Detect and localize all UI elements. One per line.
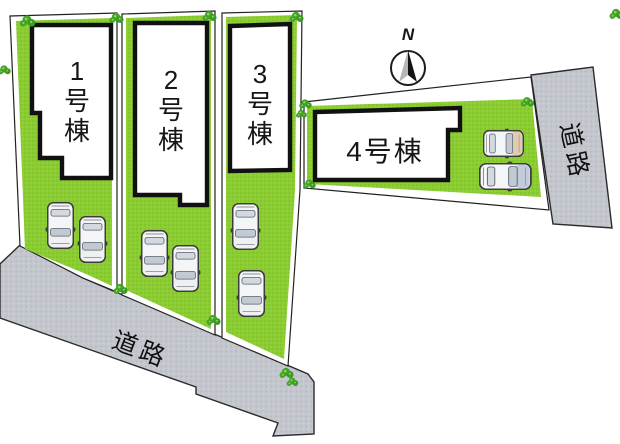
car-top-view-icon: [235, 270, 268, 317]
car-top-view-icon: [169, 244, 202, 292]
building-3: [227, 21, 293, 174]
lot-4-label: 4号棟: [346, 136, 424, 167]
car-top-view-icon: [478, 160, 532, 193]
road-right-surface: [530, 66, 613, 229]
compass-north-label: N: [401, 25, 415, 44]
lot-2-label: 2号棟: [158, 65, 185, 156]
car-top-view-icon: [138, 229, 171, 277]
car-top-view-icon: [76, 215, 109, 263]
car-top-view-icon: [229, 202, 262, 251]
building-1: [29, 22, 114, 181]
bush-icon: [609, 8, 620, 19]
bush-icon: [0, 65, 11, 75]
building-4: [312, 105, 463, 183]
lot-3-label: 3号棟: [247, 59, 274, 150]
compass-north-icon: [390, 50, 426, 86]
car-top-view-icon: [44, 201, 77, 250]
car-top-view-icon: [482, 127, 524, 160]
building-2: [132, 20, 210, 208]
lot-1-label: 1号棟: [64, 56, 91, 147]
